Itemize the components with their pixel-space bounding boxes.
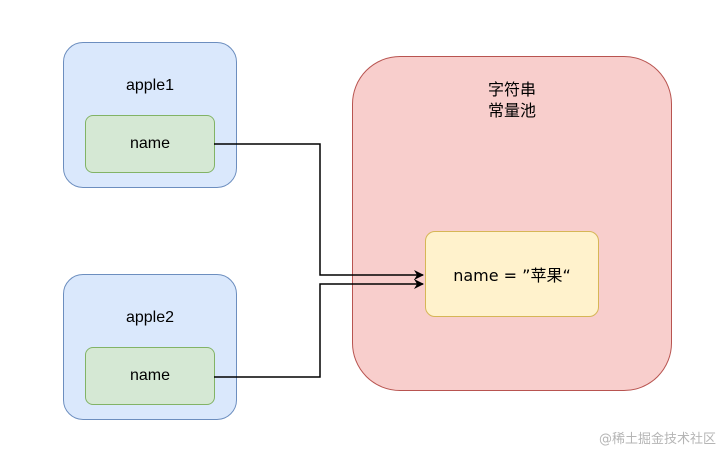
apple1-label: apple1: [125, 77, 175, 94]
apple2-reference-arrow: [214, 279, 424, 378]
apple1-name-field: name: [85, 115, 215, 173]
pool-string-value: name = ”苹果“: [425, 231, 599, 317]
pool-title-line1: 字符串: [487, 80, 536, 99]
apple2-object: apple2 name: [63, 274, 237, 420]
watermark: @稀土掘金技术社区: [598, 432, 716, 447]
apple1-reference-arrow: [214, 143, 424, 280]
apple1-object: apple1 name: [63, 42, 237, 188]
pool-title-line2: 常量池: [487, 101, 536, 120]
string-constant-pool: 字符串 常量池 name = ”苹果“: [352, 56, 672, 391]
apple2-name-field: name: [85, 347, 215, 405]
pool-title: 字符串 常量池: [353, 79, 671, 121]
apple2-label: apple2: [125, 309, 175, 326]
